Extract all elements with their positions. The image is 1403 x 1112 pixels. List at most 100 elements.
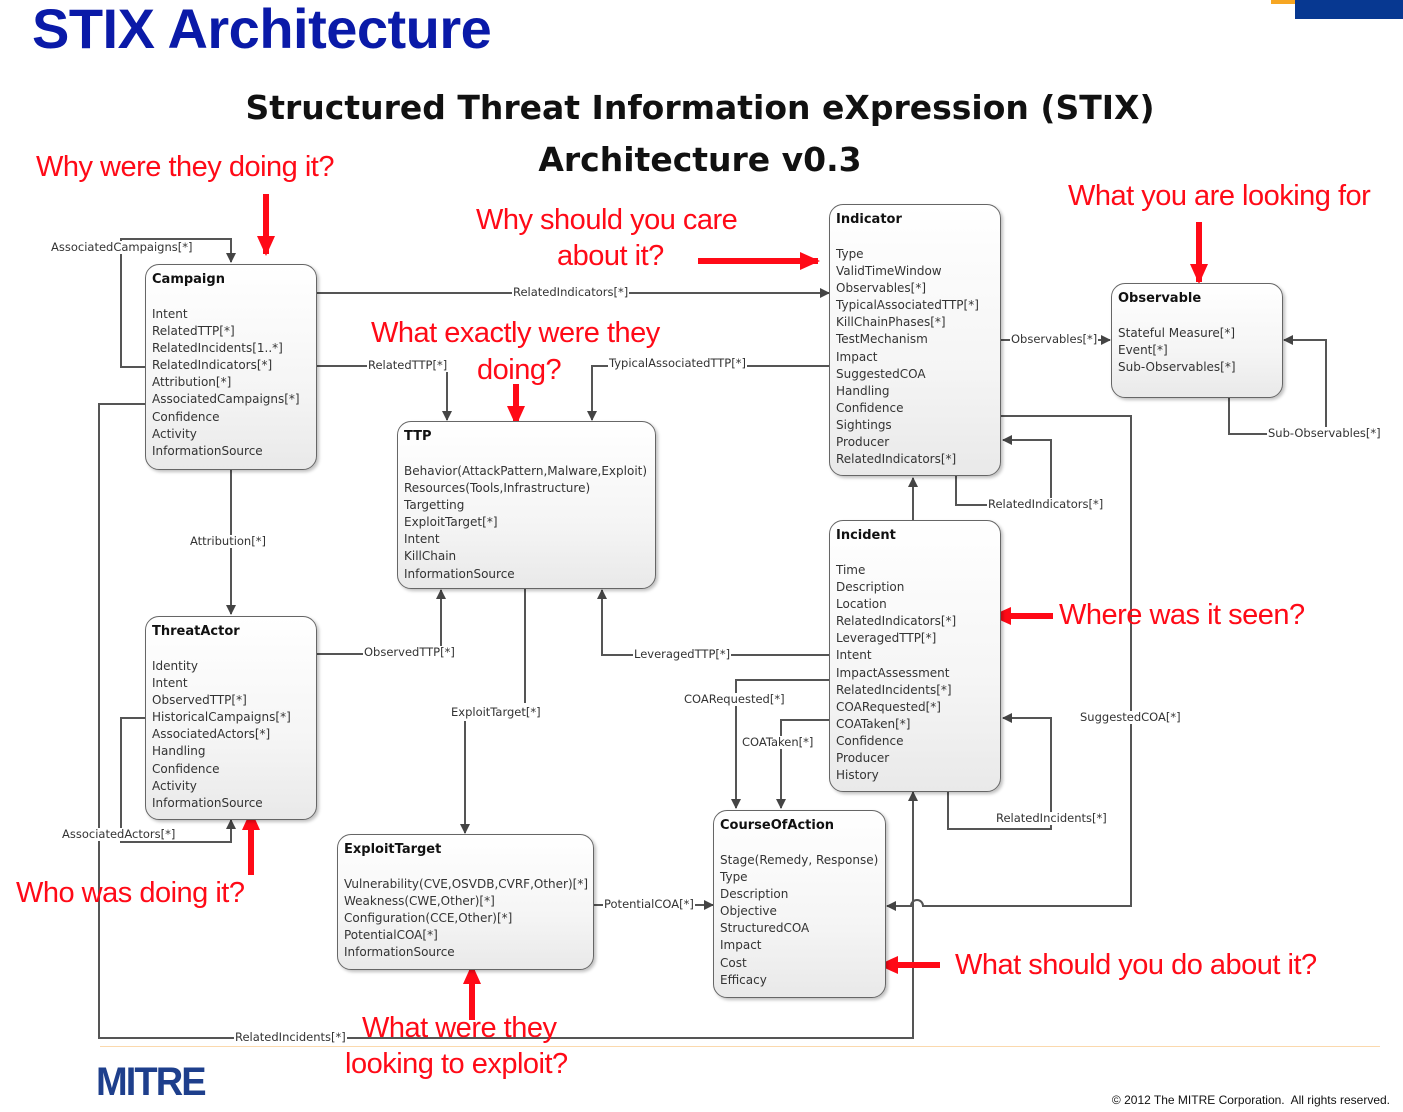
entity-attribute: Confidence	[836, 400, 904, 415]
brand-bar	[1295, 0, 1403, 19]
entity-attribute: InformationSource	[152, 795, 263, 810]
entity-attribute: Sightings	[836, 417, 892, 432]
edge-label-observed-ttp: ObservedTTP[*]	[363, 645, 456, 659]
entity-attribute: Stateful Measure[*]	[1118, 326, 1236, 340]
edge-label-associated-actors: AssociatedActors[*]	[61, 827, 177, 841]
edge-label-indicator-related-indicators: RelatedIndicators[*]	[987, 497, 1105, 511]
entity-name: CourseOfAction	[720, 818, 835, 833]
entity-name: ThreatActor	[152, 624, 240, 639]
entity-name: TTP	[404, 429, 432, 444]
edge-label-observables: Observables[*]	[1010, 332, 1099, 346]
brand-accent-bar	[1271, 0, 1295, 4]
annotation-why-care-line1: Why should you care	[476, 204, 738, 236]
entity-attribute: Location	[836, 597, 887, 612]
entity-attribute: Sub-Observables[*]	[1118, 360, 1236, 375]
diagram-subtitle: Architecture v0.3	[538, 140, 862, 179]
edge-label-typical-associated-ttp: TypicalAssociatedTTP[*]	[608, 356, 747, 370]
edge-label-coa-requested: COARequested[*]	[683, 692, 786, 706]
edge-associated-actors	[120, 717, 236, 843]
entity-attribute: Impact	[720, 938, 762, 953]
entity-name: ExploitTarget	[344, 842, 442, 857]
entity-attribute: LeveragedTTP[*]	[836, 631, 937, 646]
entity-attribute: TypicalAssociatedTTP[*]	[836, 298, 979, 313]
entity-attribute: Intent	[836, 648, 872, 663]
entity-attribute: RelatedIncidents[*]	[836, 682, 952, 697]
entity-attribute: Confidence	[152, 409, 220, 424]
entity-attribute: Cost	[720, 955, 747, 970]
entity-attribute: RelatedIncidents[1..*]	[152, 341, 283, 356]
entity-name: Campaign	[152, 272, 225, 287]
entity-attribute: RelatedTTP[*]	[152, 324, 235, 339]
entity-attribute: AssociatedActors[*]	[152, 727, 271, 742]
edge-leveraged-ttp	[597, 589, 829, 656]
edge-coa-taken	[776, 719, 829, 809]
entity-attribute: COARequested[*]	[836, 699, 941, 714]
entity-attribute: Stage(Remedy, Response)	[720, 853, 879, 867]
entity-attribute: Type	[836, 247, 864, 261]
attribute-list: Vulnerability(CVE,OSVDB,CVRF,Other)[*] We…	[344, 876, 589, 961]
mitre-logo: MITRE	[96, 1060, 207, 1104]
entity-attribute: Efficacy	[720, 972, 767, 987]
annotation-what-do: What should you do about it?	[955, 949, 1317, 981]
annotation-why-doing: Why were they doing it?	[36, 151, 334, 183]
annotation-why-care-line2: about it?	[557, 240, 664, 272]
entity-ttp: TTP Behavior(AttackPattern,Malware,Explo…	[397, 421, 656, 589]
attribute-list: Stateful Measure[*] Event[*] Sub-Observabl…	[1118, 325, 1276, 376]
edge-label-coa-taken: COATaken[*]	[741, 735, 815, 749]
entity-attribute: KillChain	[404, 549, 457, 564]
entity-attribute: Confidence	[152, 761, 220, 776]
annotation-what-exactly-line2: doing?	[477, 354, 562, 386]
edge-label-campaign-related-ttp: RelatedTTP[*]	[367, 358, 449, 372]
entity-attribute: Weakness(CWE,Other)[*]	[344, 894, 495, 909]
entity-attribute: Targetting	[404, 498, 465, 513]
edge-campaign-related-ttp	[317, 365, 452, 421]
entity-attribute: Vulnerability(CVE,OSVDB,CVRF,Other)[*]	[344, 877, 589, 891]
entity-attribute: RelatedIndicators[*]	[152, 358, 273, 373]
entity-attribute: RelatedIndicators[*]	[836, 452, 957, 467]
annotation-looking-for: What you are looking for	[1068, 180, 1371, 212]
entity-attribute: Activity	[152, 426, 197, 441]
entity-name: Observable	[1118, 291, 1202, 306]
diagram-title: Structured Threat Information eXpression…	[245, 88, 1155, 127]
edge-label-leveraged-ttp: LeveragedTTP[*]	[633, 647, 732, 661]
edge-incident-related-incidents	[947, 713, 1052, 830]
entity-attribute: COATaken[*]	[836, 716, 911, 731]
entity-attribute: Confidence	[836, 733, 904, 748]
edge-campaign-related-incidents	[98, 403, 918, 1039]
entity-attribute: Description	[836, 580, 905, 595]
entity-observable: Observable Stateful Measure[*] Event[*] Su…	[1111, 283, 1283, 398]
entity-attribute: Attribution[*]	[152, 375, 232, 390]
entity-attribute: InformationSource	[344, 945, 455, 960]
attribute-list: Behavior(AttackPattern,Malware,Exploit)R…	[404, 463, 649, 583]
slide-title: STIX Architecture	[32, 0, 492, 60]
edge-coa-requested	[731, 679, 829, 809]
entity-attribute: Intent	[404, 532, 440, 547]
entity-attribute: HistoricalCampaigns[*]	[152, 710, 291, 725]
entity-attribute: TestMechanism	[836, 332, 928, 347]
entity-attribute: AssociatedCampaigns[*]	[152, 392, 300, 407]
entity-attribute: Description	[720, 887, 789, 902]
edge-associated-campaigns	[120, 238, 236, 368]
edge-label-sub-observables: Sub-Observables[*]	[1267, 426, 1382, 440]
entity-attribute: Event[*]	[1118, 343, 1168, 358]
entity-attribute: ImpactAssessment	[836, 665, 950, 680]
entity-attribute: ObservedTTP[*]	[152, 693, 247, 708]
edge-label-associated-campaigns: AssociatedCampaigns[*]	[50, 240, 194, 254]
entity-attribute: Behavior(AttackPattern,Malware,Exploit)	[404, 464, 648, 478]
entity-attribute: Intent	[152, 676, 188, 691]
edge-suggested-coa	[886, 415, 1132, 911]
entity-attribute: Producer	[836, 435, 890, 450]
entity-name: Indicator	[836, 212, 902, 227]
entity-course-of-action: CourseOfAction Stage(Remedy, Response)Ty…	[713, 810, 886, 998]
annotation-who-doing: Who was doing it?	[16, 877, 245, 909]
annotation-what-exactly-line1: What exactly were they	[371, 317, 660, 349]
entity-attribute: RelatedIndicators[*]	[836, 614, 957, 629]
entity-attribute: ExploitTarget[*]	[404, 515, 498, 530]
